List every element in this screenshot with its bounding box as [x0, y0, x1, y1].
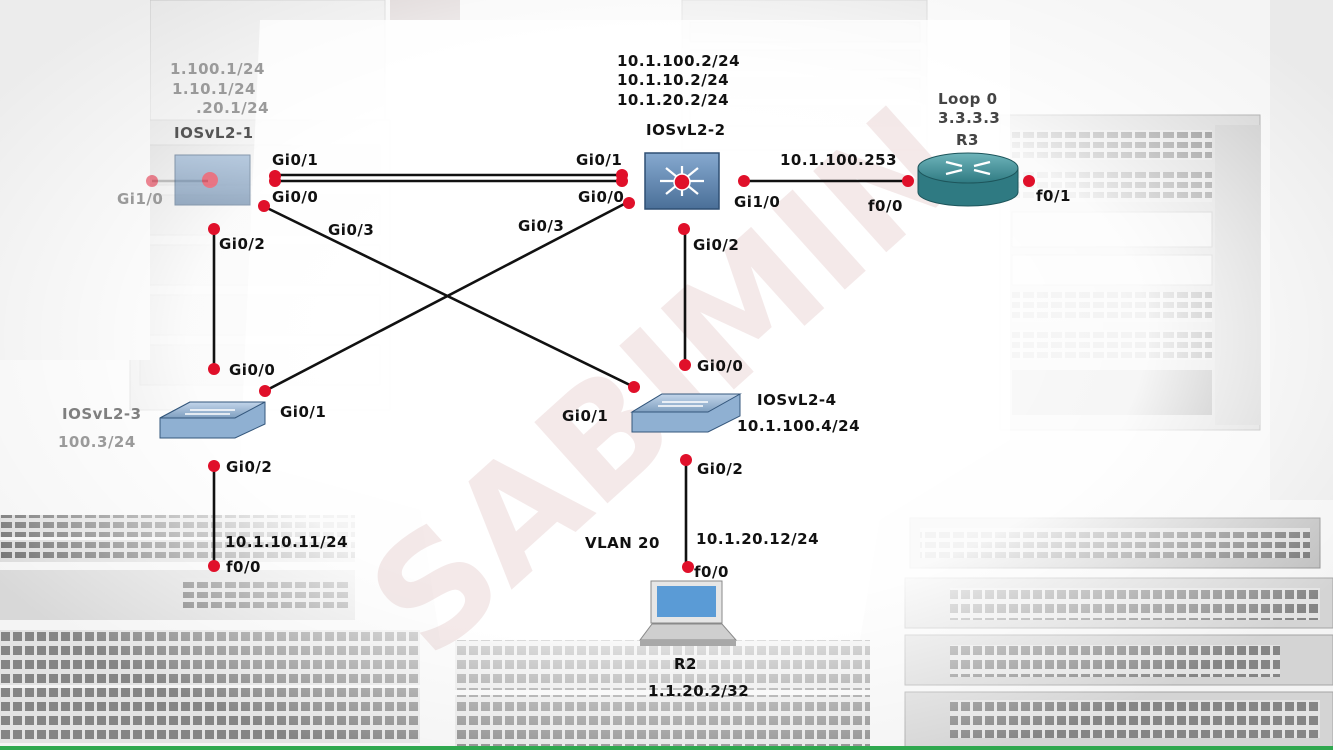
- iosvl2-3-switch-icon[interactable]: [159, 401, 266, 439]
- sw4-name: IOSvL2-4: [757, 391, 837, 409]
- iosvl2-4-switch-icon[interactable]: [630, 393, 742, 433]
- r2-name: R2: [674, 655, 697, 673]
- sw3-gi0-0: Gi0/0: [229, 361, 276, 379]
- iosvl2-2-switch-icon[interactable]: [644, 152, 720, 210]
- r2-vlan: VLAN 20: [585, 534, 660, 552]
- sw1-ip-3: .20.1/24: [196, 99, 270, 117]
- bottom-accent-bar: [0, 746, 1333, 750]
- host-left-port: f0/0: [226, 558, 261, 576]
- iosvl2-1-switch-icon[interactable]: [174, 154, 251, 206]
- sw1-ip-2: 1.10.1/24: [172, 80, 256, 98]
- sw3-gi0-2: Gi0/2: [226, 458, 273, 476]
- sw1-gi1-0: Gi1/0: [117, 190, 164, 208]
- sw2-gi0-0: Gi0/0: [578, 188, 625, 206]
- sw2-name: IOSvL2-2: [646, 121, 726, 139]
- r3-name: R3: [956, 131, 979, 149]
- sw2-gi0-2: Gi0/2: [693, 236, 740, 254]
- r3-loopback-ip: 3.3.3.3: [938, 109, 1001, 127]
- sw1-ip-1: 1.100.1/24: [170, 60, 265, 78]
- sw3-name: IOSvL2-3: [62, 405, 142, 423]
- sw4-gi0-1: Gi0/1: [562, 407, 609, 425]
- r3-loopback-label: Loop 0: [938, 90, 998, 108]
- sw2-gi0-3: Gi0/3: [518, 217, 565, 235]
- sw1-name: IOSvL2-1: [174, 124, 254, 142]
- host-left-ip: 10.1.10.11/24: [225, 533, 349, 551]
- sw1-gi0-3: Gi0/3: [328, 221, 375, 239]
- sw3-ip: 100.3/24: [58, 433, 136, 451]
- r2-port: f0/0: [694, 563, 729, 581]
- sw2-gi1-0: Gi1/0: [734, 193, 781, 211]
- r3-f0-1: f0/1: [1036, 187, 1071, 205]
- sw4-gi0-0: Gi0/0: [697, 357, 744, 375]
- sw2-ip-2: 10.1.10.2/24: [617, 71, 730, 89]
- sw2-ip-3: 10.1.20.2/24: [617, 91, 730, 109]
- sw1-gi0-1: Gi0/1: [272, 151, 319, 169]
- sw1-gi0-0: Gi0/0: [272, 188, 319, 206]
- sw4-ip: 10.1.100.4/24: [737, 417, 861, 435]
- port-dots: [146, 169, 1035, 573]
- r3-f0-0-ip: 10.1.100.253: [780, 151, 898, 169]
- sw2-ip-1: 10.1.100.2/24: [617, 52, 741, 70]
- r2-ip: 1.1.20.2/32: [648, 682, 750, 700]
- r2-host-icon[interactable]: [639, 580, 738, 646]
- r3-f0-0: f0/0: [868, 197, 903, 215]
- sw1-gi0-2: Gi0/2: [219, 235, 266, 253]
- links: [152, 173, 908, 567]
- sw4-gi0-2: Gi0/2: [697, 460, 744, 478]
- sw2-gi0-1: Gi0/1: [576, 151, 623, 169]
- r3-router-icon[interactable]: [917, 152, 1019, 207]
- r2-link-ip: 10.1.20.12/24: [696, 530, 820, 548]
- link-sw2-sw3: [264, 200, 629, 393]
- sw3-gi0-1: Gi0/1: [280, 403, 327, 421]
